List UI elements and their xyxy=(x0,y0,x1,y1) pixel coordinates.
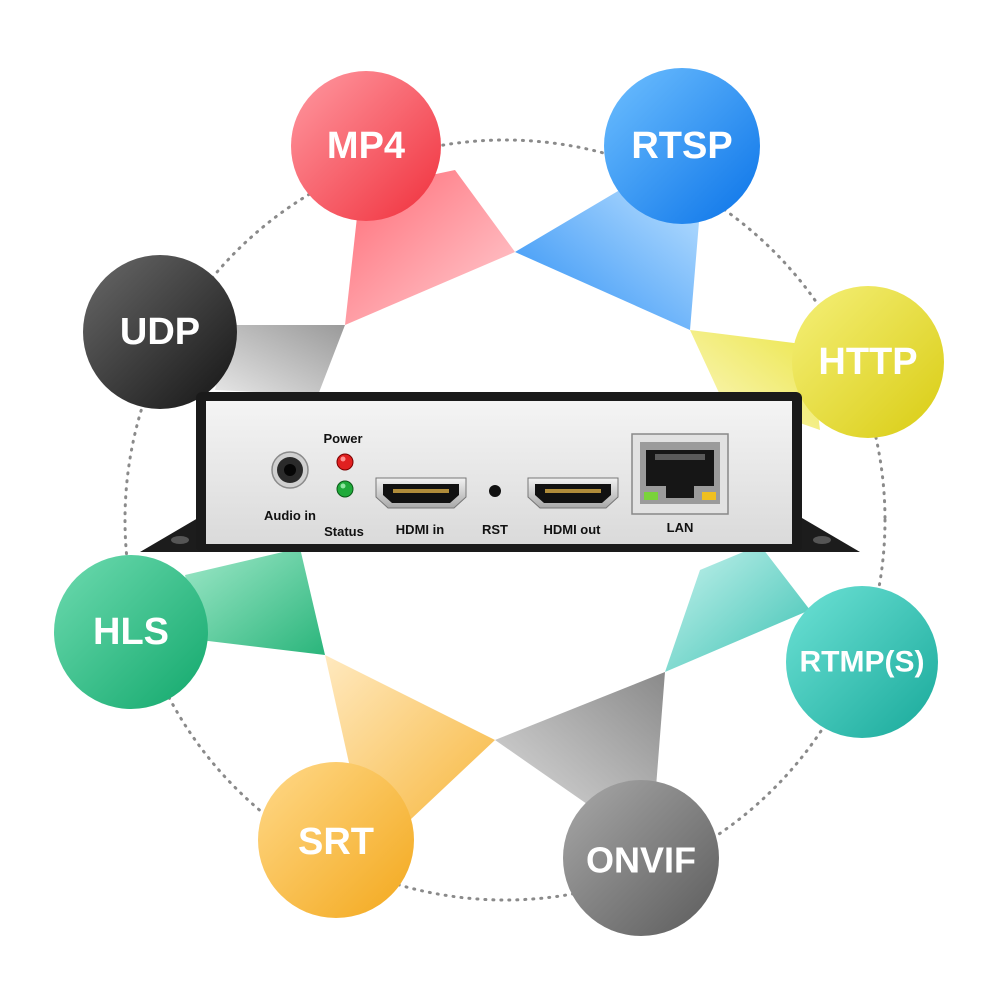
status-label: Status xyxy=(324,524,364,539)
hdmi-out-port xyxy=(527,477,619,509)
wedge-udp xyxy=(215,325,345,395)
wedge-rtmps xyxy=(665,545,810,672)
power-led-glint xyxy=(340,456,346,462)
protocol-circle-mp4: MP4 xyxy=(291,71,441,221)
wedge-hls xyxy=(185,548,325,655)
left-mounting-ear xyxy=(140,518,205,552)
lan-port xyxy=(631,433,729,515)
protocol-label-srt: SRT xyxy=(298,821,374,863)
power-label: Power xyxy=(323,431,362,446)
protocol-circle-udp: UDP xyxy=(83,255,237,409)
hdmi-out-label: HDMI out xyxy=(543,522,601,537)
protocol-circle-rtsp: RTSP xyxy=(604,68,760,224)
protocol-label-rtmps: RTMP(S) xyxy=(800,646,925,679)
right-mount-hole xyxy=(813,536,831,544)
audio-jack-hole xyxy=(284,464,296,476)
protocol-circle-onvif: ONVIF xyxy=(563,780,719,936)
right-mounting-ear xyxy=(795,518,860,552)
audio-in-label: Audio in xyxy=(264,508,316,523)
rst-label: RST xyxy=(482,522,508,537)
protocol-label-rtsp: RTSP xyxy=(631,125,732,167)
left-mount-hole xyxy=(171,536,189,544)
protocol-circle-http: HTTP xyxy=(792,286,944,438)
lan-label: LAN xyxy=(667,520,694,535)
status-led-glint xyxy=(340,483,346,489)
lan-activity-led xyxy=(702,492,716,500)
protocol-label-http: HTTP xyxy=(818,341,917,383)
protocol-label-onvif: ONVIF xyxy=(586,840,696,881)
protocol-circle-srt: SRT xyxy=(258,762,414,918)
power-led xyxy=(336,453,354,471)
lan-link-led xyxy=(644,492,658,500)
protocol-label-mp4: MP4 xyxy=(327,125,405,167)
status-led xyxy=(336,480,354,498)
dotted-ring xyxy=(123,138,887,902)
reset-pinhole xyxy=(489,485,501,497)
hdmi-in-port xyxy=(375,477,467,509)
protocol-label-hls: HLS xyxy=(93,611,169,653)
encoder-device: Audio in Power Status HDMI in RST HDMI o… xyxy=(140,392,860,552)
protocol-circle-hls: HLS xyxy=(54,555,208,709)
protocol-label-udp: UDP xyxy=(120,311,200,353)
hdmi-in-label: HDMI in xyxy=(396,522,444,537)
protocol-circle-rtmps: RTMP(S) xyxy=(786,586,938,738)
